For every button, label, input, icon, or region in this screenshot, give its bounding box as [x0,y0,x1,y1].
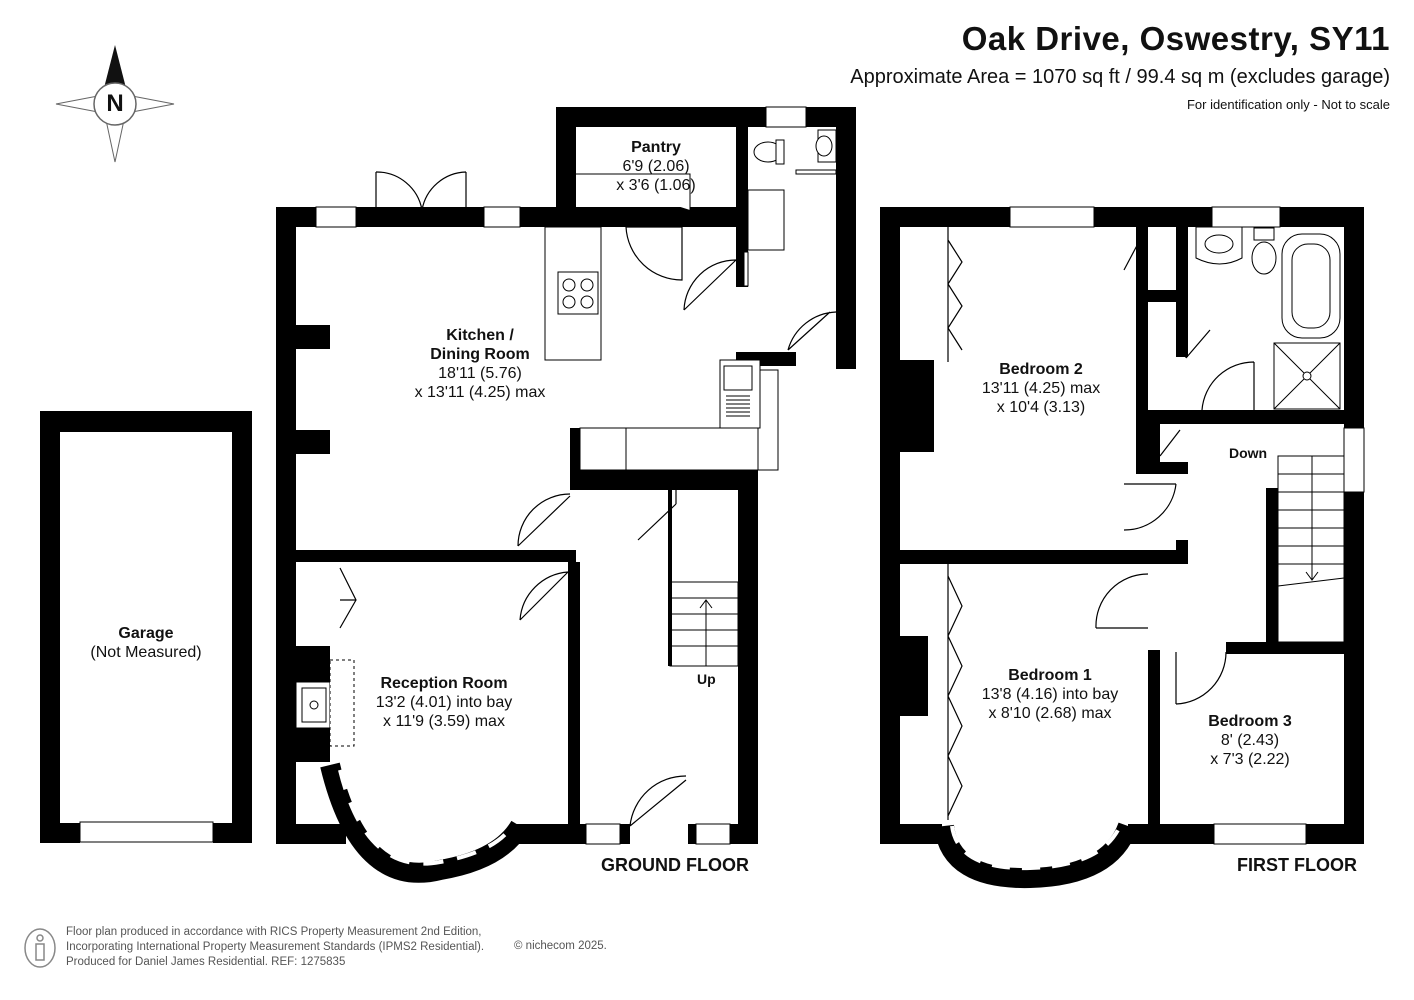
stairs-down-label: Down [1229,445,1268,461]
footer-notes: Floor plan produced in accordance with R… [66,925,484,970]
footer-line-1: Floor plan produced in accordance with R… [66,926,482,938]
ground-floor-doors [339,171,837,827]
bedroom3-label: Bedroom 3 8' (2.43) x 7'3 (2.22) [1170,712,1330,769]
bedroom2-name: Bedroom 2 [999,361,1083,378]
garage-name: Garage [118,625,174,642]
bedroom1-bay-window [934,822,1138,889]
bedroom2-dims-2: x 10'4 (3.13) [996,399,1086,416]
bedroom1-dims-1: 13'8 (4.16) into bay [981,686,1119,703]
bedroom3-name: Bedroom 3 [1208,713,1292,730]
bedroom3-dims-2: x 7'3 (2.22) [1210,751,1290,768]
garage-walls [40,411,252,844]
kitchen-dims-2: x 13'11 (4.25) max [414,384,546,401]
bathroom-fittings [1195,226,1341,410]
reception-bay-window [320,762,529,883]
approximate-area: Approximate Area = 1070 sq ft / 99.4 sq … [850,66,1390,88]
info-person-icon [24,928,56,968]
bedroom2-dims-1: 13'11 (4.25) max [981,380,1101,397]
kitchen-name: Kitchen / [446,327,514,344]
reception-label: Reception Room 13'2 (4.01) into bay x 11… [352,674,536,731]
bedroom3-dims-1: 8' (2.43) [1220,732,1280,749]
kitchen-name-2: Dining Room [430,346,530,363]
pantry-dims-2: x 3'6 (1.06) [616,177,696,194]
bedroom1-name: Bedroom 1 [1008,667,1092,684]
kitchen-fittings [544,173,785,471]
wc-fittings [753,129,837,175]
first-floor-windows [1009,206,1365,845]
copyright-notice: © nichecom 2025. [514,940,607,952]
reception-fireplace [295,659,355,747]
kitchen-label: Kitchen / Dining Room 18'11 (5.76) x 13'… [380,326,580,402]
bedroom1-dims-2: x 8'10 (2.68) max [988,705,1112,722]
stairs-up-label: Up [697,671,716,687]
first-floor-label: FIRST FLOOR [1237,855,1357,875]
ground-floor-label: GROUND FLOOR [601,855,749,875]
pantry-dims-1: 6'9 (2.06) [622,158,690,175]
kitchen-dims-1: 18'11 (5.76) [438,365,522,382]
ground-floor-walls [276,107,856,844]
compass-rose-icon [55,45,175,163]
compass-north-label: N [106,90,124,117]
stairs-down [1277,455,1345,643]
first-floor-doors [947,227,1255,820]
reception-dims-2: x 11'9 (3.59) max [383,713,505,730]
garage-dims: (Not Measured) [90,644,202,661]
bedroom2-label: Bedroom 2 13'11 (4.25) max x 10'4 (3.13) [946,360,1136,417]
stairs-up [668,486,739,667]
pantry-label: Pantry 6'9 (2.06) x 3'6 (1.06) [578,138,734,195]
pantry-name: Pantry [631,139,681,156]
identification-note: For identification only - Not to scale [1186,97,1390,112]
footer-line-2: Incorporating International Property Mea… [66,941,485,953]
reception-name: Reception Room [380,675,508,692]
property-title: Oak Drive, Oswestry, SY11 [961,20,1390,57]
reception-dims-1: 13'2 (4.01) into bay [375,694,513,711]
footer-line-3: Produced for Daniel James Residential. R… [66,956,346,968]
garage-label: Garage (Not Measured) [60,624,232,662]
ground-floor-windows [315,106,807,845]
bedroom1-label: Bedroom 1 13'8 (4.16) into bay x 8'10 (2… [962,666,1138,723]
